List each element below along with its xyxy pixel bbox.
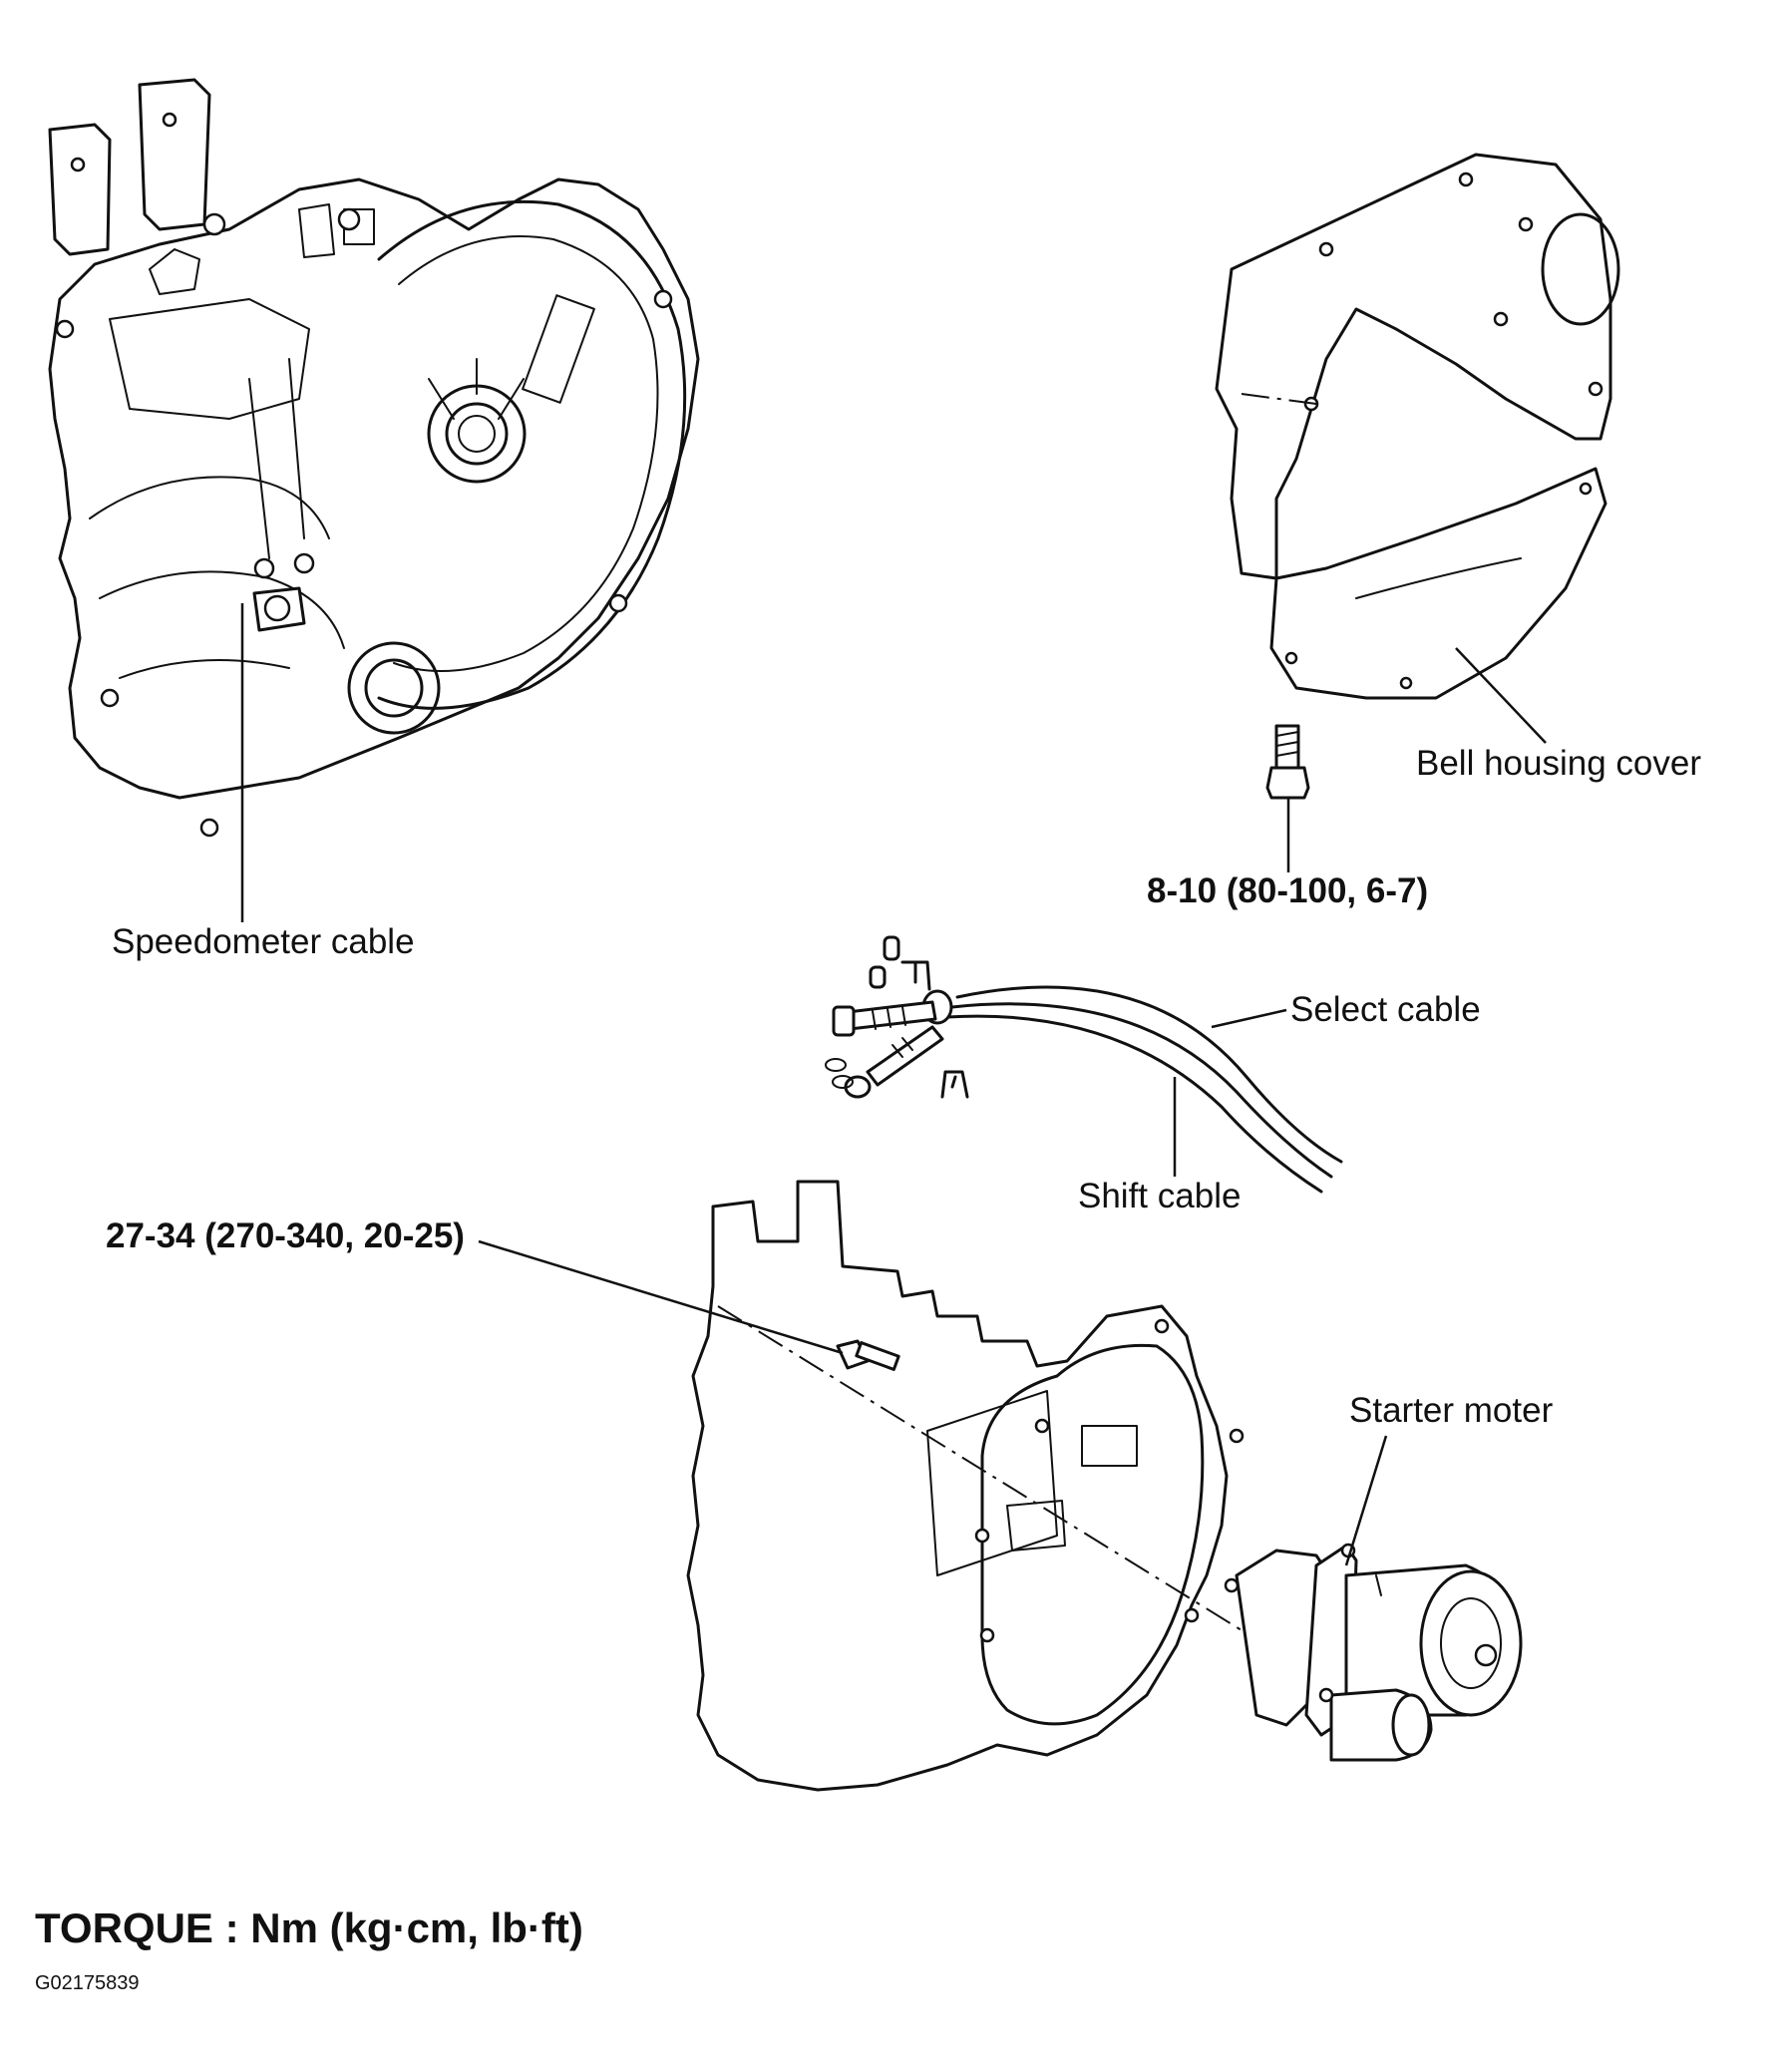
starter-moter-leader <box>1344 1435 1388 1566</box>
bell-housing-bolt-drawing <box>1265 724 1310 800</box>
starter-motor-drawing <box>1235 1543 1523 1762</box>
starter-bolt-leader <box>478 1239 844 1355</box>
bell-housing-bolt-torque: 8-10 (80-100, 6-7) <box>1147 871 1429 910</box>
starter-moter-label: Starter moter <box>1349 1391 1554 1430</box>
shift-cable-label: Shift cable <box>1078 1177 1242 1215</box>
torque-units-title: TORQUE : Nm (kg·cm, lb·ft) <box>35 1904 583 1951</box>
starter-bolt-torque: 27-34 (270-340, 20-25) <box>106 1216 465 1255</box>
select-cable-leader <box>1211 1008 1287 1029</box>
bell-housing-cover-leader <box>1455 647 1547 744</box>
bell-housing-cover-label: Bell housing cover <box>1416 744 1701 783</box>
transaxle-drawing <box>48 78 700 838</box>
starter-bolt-drawing <box>836 1339 900 1371</box>
figure-code: G02175839 <box>35 1972 140 1994</box>
cables-drawing <box>825 935 1343 1194</box>
speedometer-cable-label: Speedometer cable <box>112 922 415 961</box>
transaxle-lower-drawing <box>686 1180 1347 1792</box>
select-cable-label: Select cable <box>1290 990 1481 1029</box>
bell-housing-cover-drawing <box>1215 153 1620 700</box>
